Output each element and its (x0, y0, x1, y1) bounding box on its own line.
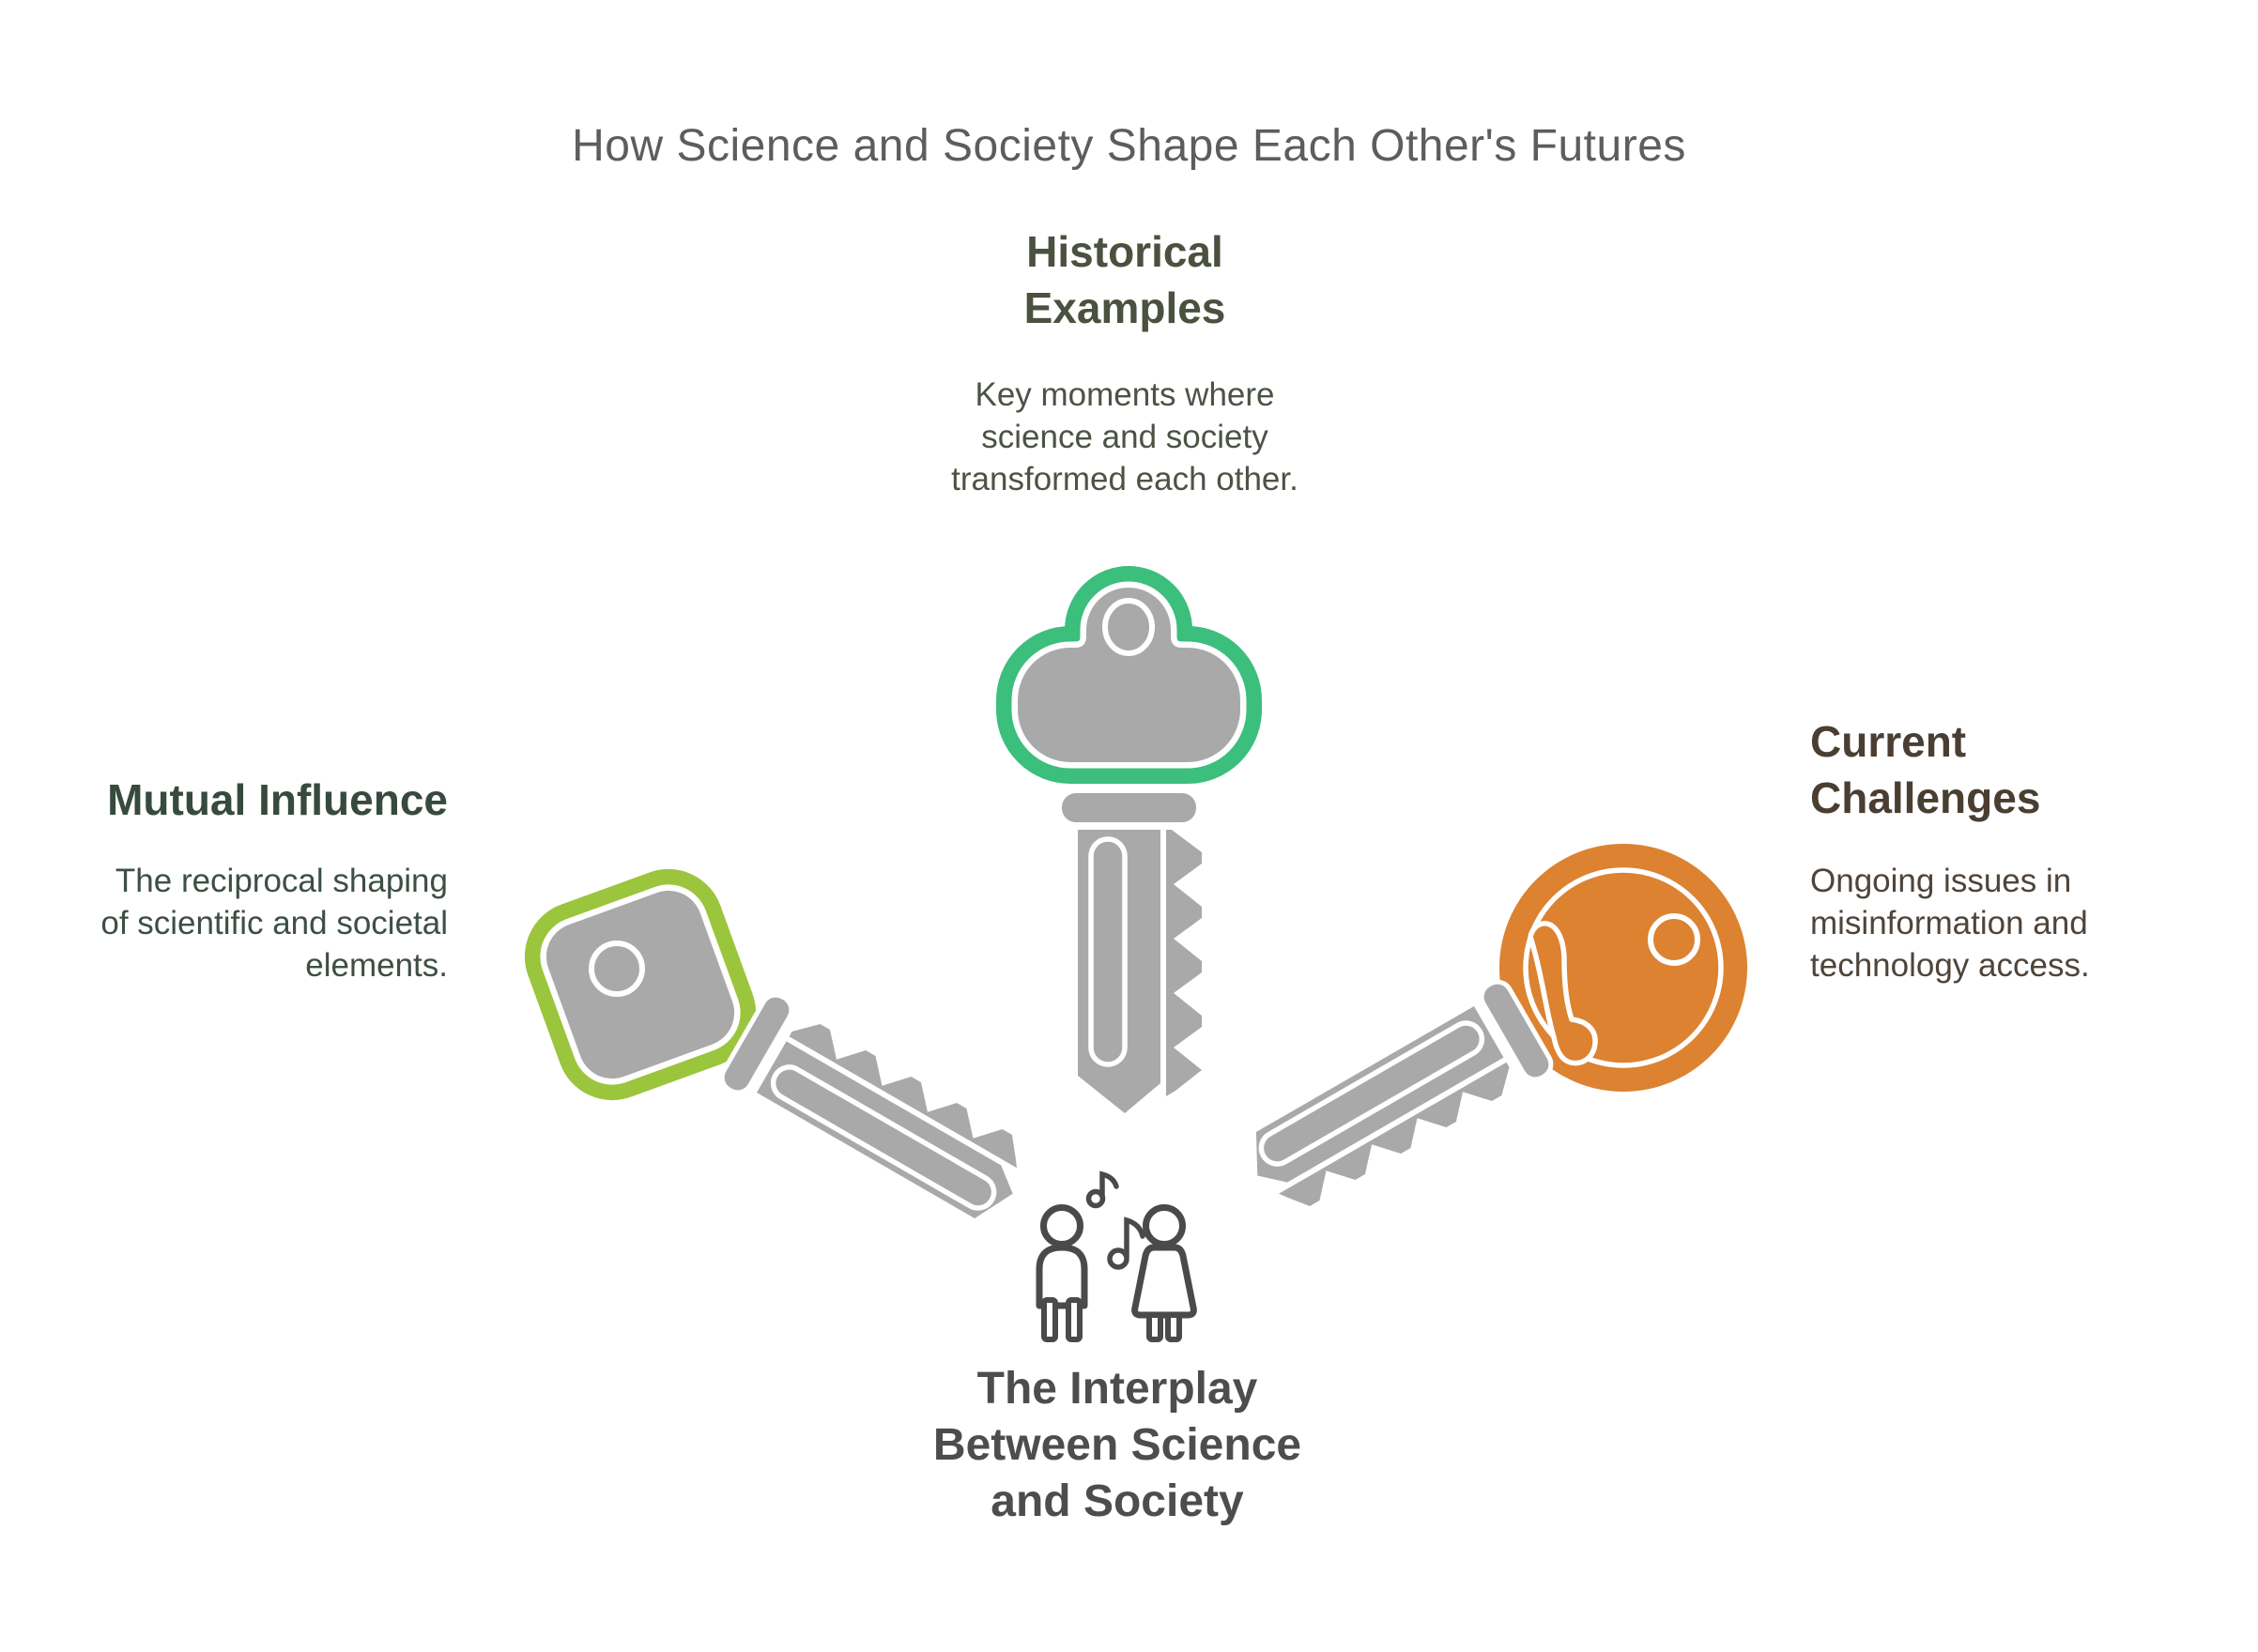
historical-examples-heading: Historical Examples (1023, 227, 1226, 332)
current-challenges-heading: Current Challenges (1810, 717, 2041, 822)
key-shaft (1255, 1006, 1504, 1183)
key-head-inner-line (1523, 867, 1724, 1068)
key-collar (1479, 979, 1554, 1082)
keyhole (1648, 913, 1700, 966)
key-head-fill (1018, 588, 1240, 762)
key-head-notch (1528, 921, 1598, 1066)
key-teeth (1166, 830, 1202, 1096)
people-singing-icon (1036, 1170, 1197, 1342)
man-body-icon (1036, 1244, 1088, 1309)
current-challenges-description: Ongoing issues in misinformation and tec… (1810, 863, 2090, 984)
woman-leg-icon (1146, 1312, 1163, 1342)
key-shaft (1078, 830, 1160, 1113)
mutual-influence-description: The reciprocal shaping of scientific and… (100, 863, 448, 984)
woman-head-icon (1143, 1204, 1186, 1247)
key-groove (770, 1064, 997, 1211)
key-teeth (789, 1023, 1018, 1169)
key-teeth (1278, 1062, 1510, 1207)
page-title: How Science and Society Shape Each Other… (572, 121, 1686, 171)
man-leg-icon (1066, 1297, 1083, 1342)
man-head-icon (1040, 1204, 1083, 1247)
historical-examples-description: Key moments where science and society tr… (951, 376, 1298, 497)
keyhole (1102, 598, 1155, 656)
key-icon-historical (996, 566, 1262, 1113)
key-groove (1088, 836, 1128, 1067)
key-head-fill (545, 890, 735, 1079)
key-collar (719, 992, 794, 1095)
keyhole (589, 941, 645, 997)
key-icon-current (1255, 844, 1747, 1207)
mutual-influence-heading: Mutual Influence (107, 775, 448, 824)
key-icon-mutual (524, 868, 1018, 1218)
key-collar (1062, 793, 1196, 822)
music-note-icon (1107, 1216, 1145, 1270)
woman-leg-icon (1165, 1312, 1182, 1342)
key-groove (1258, 1020, 1485, 1167)
woman-dress-icon (1131, 1244, 1197, 1319)
music-note-icon (1085, 1170, 1119, 1209)
center-topic-heading: The Interplay Between Science and Societ… (932, 1364, 1302, 1526)
man-leg-icon (1041, 1297, 1058, 1342)
